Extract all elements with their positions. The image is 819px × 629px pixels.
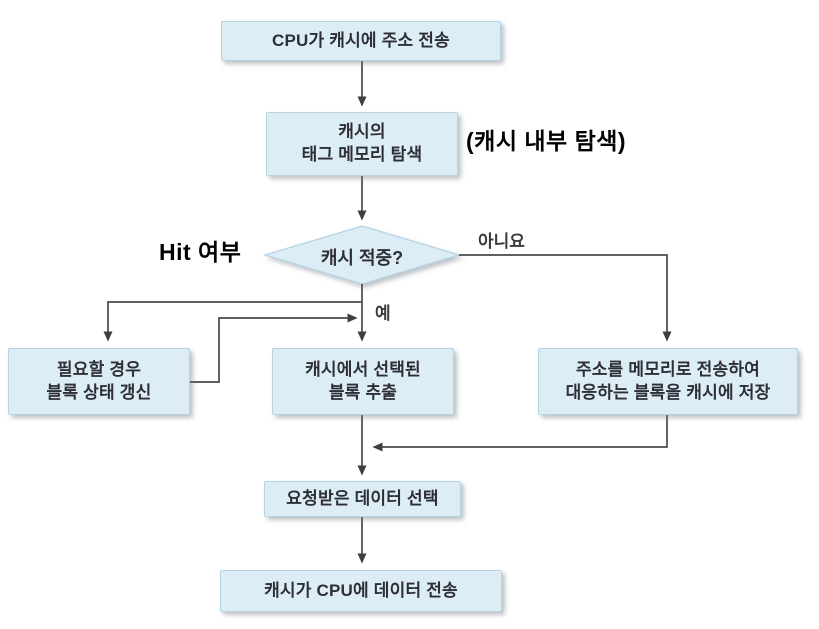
- edge-branch-to-update: [103, 301, 362, 342]
- annotation-internal-search: (캐시 내부 탐색): [466, 128, 627, 154]
- node-tag-memory-search: 캐시의 태그 메모리 탐색: [266, 112, 458, 176]
- edge-label-yes: 예: [375, 304, 391, 323]
- edge-label-no: 아니요: [478, 232, 525, 251]
- edge-decision-no-to-store: [459, 254, 672, 342]
- node-extract-block: 캐시에서 선택된 블록 추출: [272, 348, 454, 415]
- node-cpu-send-address: CPU가 캐시에 주소 전송: [221, 21, 501, 61]
- edge-store-return: [372, 415, 668, 452]
- node-select-requested-data: 요청받은 데이터 선택: [264, 481, 461, 517]
- annotation-hit-check: Hit 여부: [159, 239, 242, 265]
- node-cache-hit-decision-label: 캐시 적중?: [320, 248, 404, 268]
- edge-update-return: [190, 313, 358, 383]
- node-store-block-from-memory: 주소를 메모리로 전송하여 대응하는 블록을 캐시에 저장: [538, 348, 798, 415]
- node-update-block-state: 필요할 경우 블록 상태 갱신: [8, 348, 190, 415]
- node-send-data-to-cpu: 캐시가 CPU에 데이터 전송: [220, 570, 502, 612]
